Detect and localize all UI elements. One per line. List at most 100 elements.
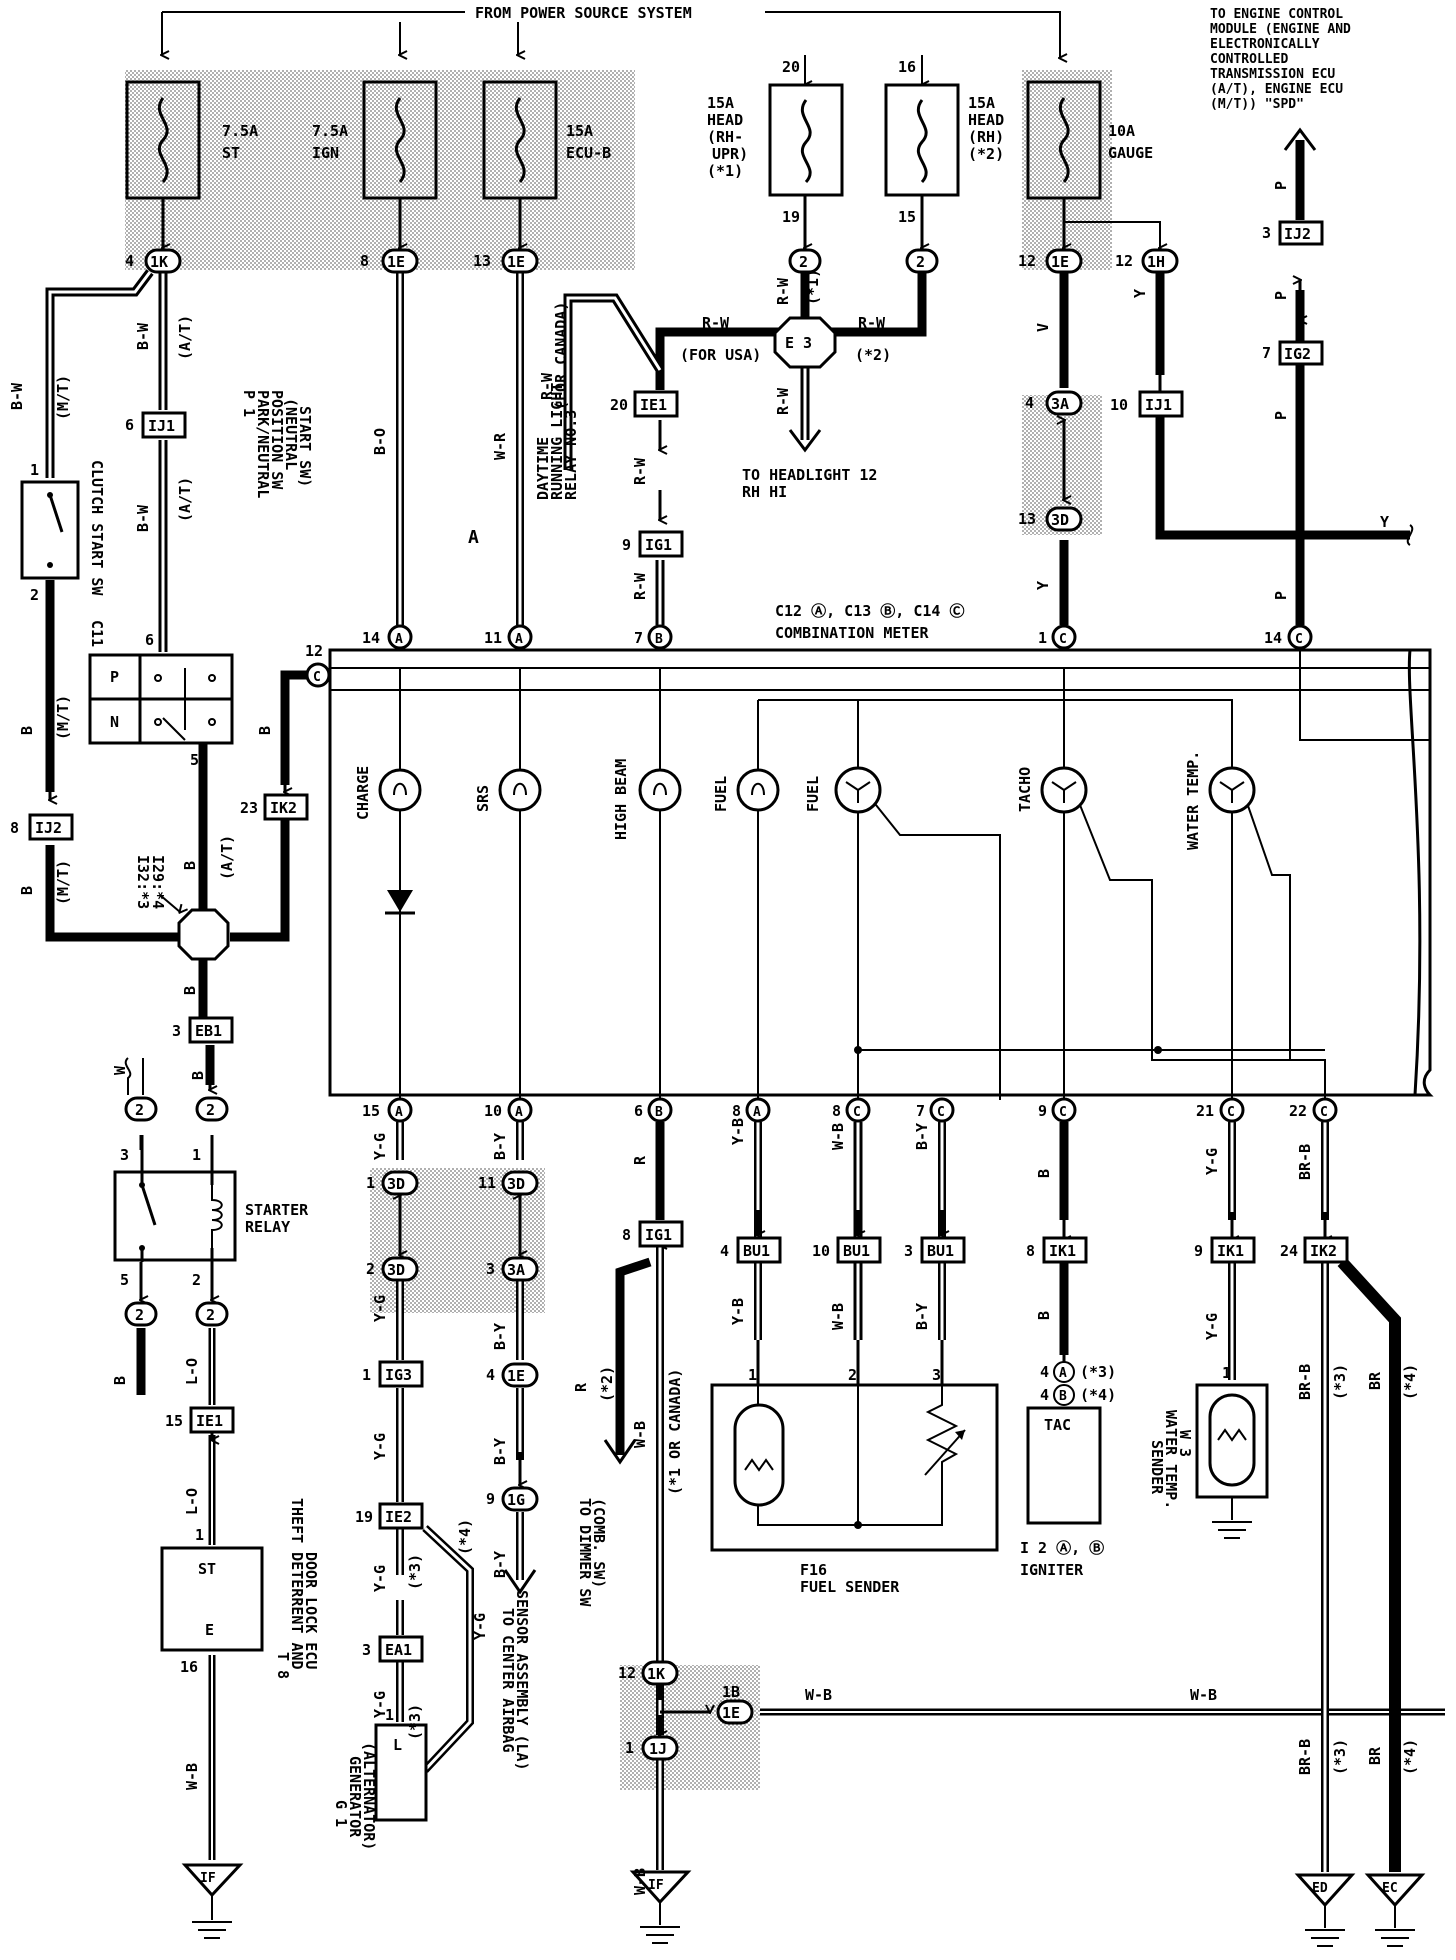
- svg-text:R-W: R-W: [538, 372, 556, 400]
- grounds: IF IF ED EC: [181, 1863, 1426, 1947]
- clutch-sw-name: CLUTCH START SW: [88, 460, 106, 596]
- pin-6-park: 6: [145, 631, 154, 649]
- conn-2-relay-c: 2: [124, 1301, 158, 1327]
- svg-text:(A/T): (A/T): [176, 477, 194, 522]
- theft-ecu-line-2: DOOR LOCK ECU: [302, 1552, 320, 1669]
- fuse-st-amp: 7.5A: [222, 122, 258, 140]
- svg-text:3D: 3D: [387, 1175, 405, 1193]
- tac-star3: (*3): [1080, 1363, 1116, 1381]
- conn-1k-b: 1K: [641, 1660, 679, 1686]
- conn-2-headrh: 2: [905, 248, 939, 274]
- svg-text:BU1: BU1: [843, 1242, 870, 1260]
- pin-13-1e: 13: [473, 252, 491, 270]
- starter-relay: 3 1 5 2 STARTER RELAY: [113, 1135, 309, 1289]
- svg-text:C: C: [313, 670, 321, 685]
- conn-1e-d: 1E: [501, 1362, 539, 1388]
- wires: [45, 127, 1445, 1872]
- conn-1h: 1H: [1141, 248, 1179, 274]
- pin-12-1e: 12: [1018, 252, 1036, 270]
- gauge-fuel: [834, 766, 882, 814]
- pin-8-1e: 8: [360, 252, 369, 270]
- svg-text:C: C: [937, 1105, 945, 1120]
- svg-text:IG1: IG1: [645, 1226, 672, 1244]
- meter-connectors: C12 Ⓐ, C13 Ⓑ, C14 Ⓒ: [775, 602, 965, 620]
- svg-text:B-W: B-W: [134, 322, 152, 350]
- svg-text:B-O: B-O: [371, 428, 389, 455]
- conn-1e-ecub: 1E: [501, 248, 539, 274]
- svg-text:IK2: IK2: [1310, 1242, 1337, 1260]
- junction-note-2: I29:*4: [149, 855, 167, 909]
- pin-4-3a: 4: [1025, 394, 1034, 412]
- svg-text:(*3): (*3): [1331, 1739, 1349, 1775]
- airbag-line-2: SENSOR ASSEMBLY (LA): [513, 1590, 531, 1771]
- pin-3-relay: 3: [120, 1146, 129, 1164]
- conn-ig1-b: IG1: [638, 1220, 684, 1248]
- svg-text:Y-G: Y-G: [471, 1613, 489, 1640]
- ecm-note-line-1: TO ENGINE CONTROL: [1210, 7, 1343, 22]
- conn-ig3: IG3: [378, 1360, 424, 1388]
- junction-e3: E 3: [773, 316, 837, 369]
- svg-text:3D: 3D: [1051, 511, 1069, 529]
- label-srs: SRS: [474, 785, 492, 812]
- fuse-head-rh-amp: 15A: [968, 94, 995, 112]
- pin-5-relay: 5: [120, 1271, 129, 1289]
- pin-4-tac-b: 4: [1040, 1386, 1049, 1404]
- ground-ec: EC: [1364, 1873, 1426, 1947]
- pin-4-1k: 4: [125, 252, 134, 270]
- svg-text:B: B: [1059, 1389, 1067, 1404]
- svg-text:2: 2: [799, 253, 808, 271]
- pin-1-theft: 1: [195, 1526, 204, 1544]
- svg-text:1H: 1H: [1147, 253, 1165, 271]
- fuse-head-upr-sub1: (RH-: [707, 128, 743, 146]
- svg-text:A: A: [515, 1105, 523, 1120]
- svg-text:A: A: [753, 1105, 761, 1120]
- svg-text:(*2): (*2): [855, 346, 891, 364]
- dimmer-line-1: TO DIMMER SW: [576, 1498, 594, 1607]
- park-sw-id: P 1: [240, 390, 258, 417]
- svg-text:IJ2: IJ2: [35, 819, 62, 837]
- area-a: A: [468, 527, 479, 548]
- fuse-head-rh-sub2: (*2): [968, 145, 1004, 163]
- water-sender-line-1: WATER TEMP.: [1162, 1410, 1180, 1509]
- svg-text:1K: 1K: [150, 253, 168, 271]
- park-sw-line-2: POSITION SW: [268, 390, 286, 490]
- svg-text:W: W: [111, 1065, 129, 1075]
- generator: L 1: [374, 1706, 428, 1822]
- svg-text:1K: 1K: [647, 1665, 665, 1683]
- headlight-line-2: RH HI: [742, 483, 787, 501]
- theft-ecu-line-1: THEFT DETERRENT AND: [288, 1498, 306, 1670]
- pin-19-ie2: 19: [355, 1508, 373, 1526]
- svg-text:B: B: [111, 1376, 129, 1385]
- pin-2-fuel: 2: [848, 1366, 857, 1384]
- svg-text:W-B: W-B: [1190, 1686, 1217, 1704]
- generator-id: G 1: [332, 1800, 350, 1827]
- pin-8-ij2: 8: [10, 819, 19, 837]
- pin-7-c: 7: [916, 1102, 925, 1120]
- svg-text:(A/T): (A/T): [176, 315, 194, 360]
- fuse-gauge: 10A GAUGE: [1026, 80, 1153, 200]
- svg-text:(M/T): (M/T): [54, 860, 72, 905]
- conn-ik1-a: IK1: [1042, 1236, 1088, 1264]
- ground-if-left: IF: [181, 1863, 244, 1939]
- conn-1e-e: 1E: [716, 1699, 754, 1725]
- svg-text:BR-B: BR-B: [1296, 1364, 1314, 1400]
- fuse-head-upr: 15A HEAD (RH- UPR) (*1): [707, 55, 844, 197]
- ecm-note-line-3: ELECTRONICALLY: [1210, 37, 1320, 52]
- svg-text:2: 2: [135, 1306, 144, 1324]
- fuse-gauge-name: GAUGE: [1108, 144, 1153, 162]
- conn-1e-ign: 1E: [381, 248, 419, 274]
- pin-12-1h: 12: [1115, 252, 1133, 270]
- pin-21-c: 21: [1196, 1102, 1214, 1120]
- conn-3a-b: 3A: [501, 1256, 539, 1282]
- clutch-start-sw: 1 2: [20, 461, 80, 604]
- fuse-pins: 20 19 16 15: [782, 58, 916, 226]
- svg-text:(*4): (*4): [1401, 1739, 1419, 1775]
- drl-line-1: DAYTIME: [534, 437, 552, 500]
- gauge-water-temp: [1208, 766, 1256, 814]
- pin-16: 16: [898, 58, 916, 76]
- indicator-labels: CHARGE SRS HIGH BEAM FUEL FUEL TACHO WAT…: [354, 751, 1202, 850]
- conn-ij2-mt: IJ2: [28, 813, 74, 841]
- svg-text:Y-G: Y-G: [371, 1433, 389, 1460]
- conn-ij2-ecm: IJ2: [1278, 220, 1324, 246]
- svg-text:Y: Y: [1380, 513, 1389, 531]
